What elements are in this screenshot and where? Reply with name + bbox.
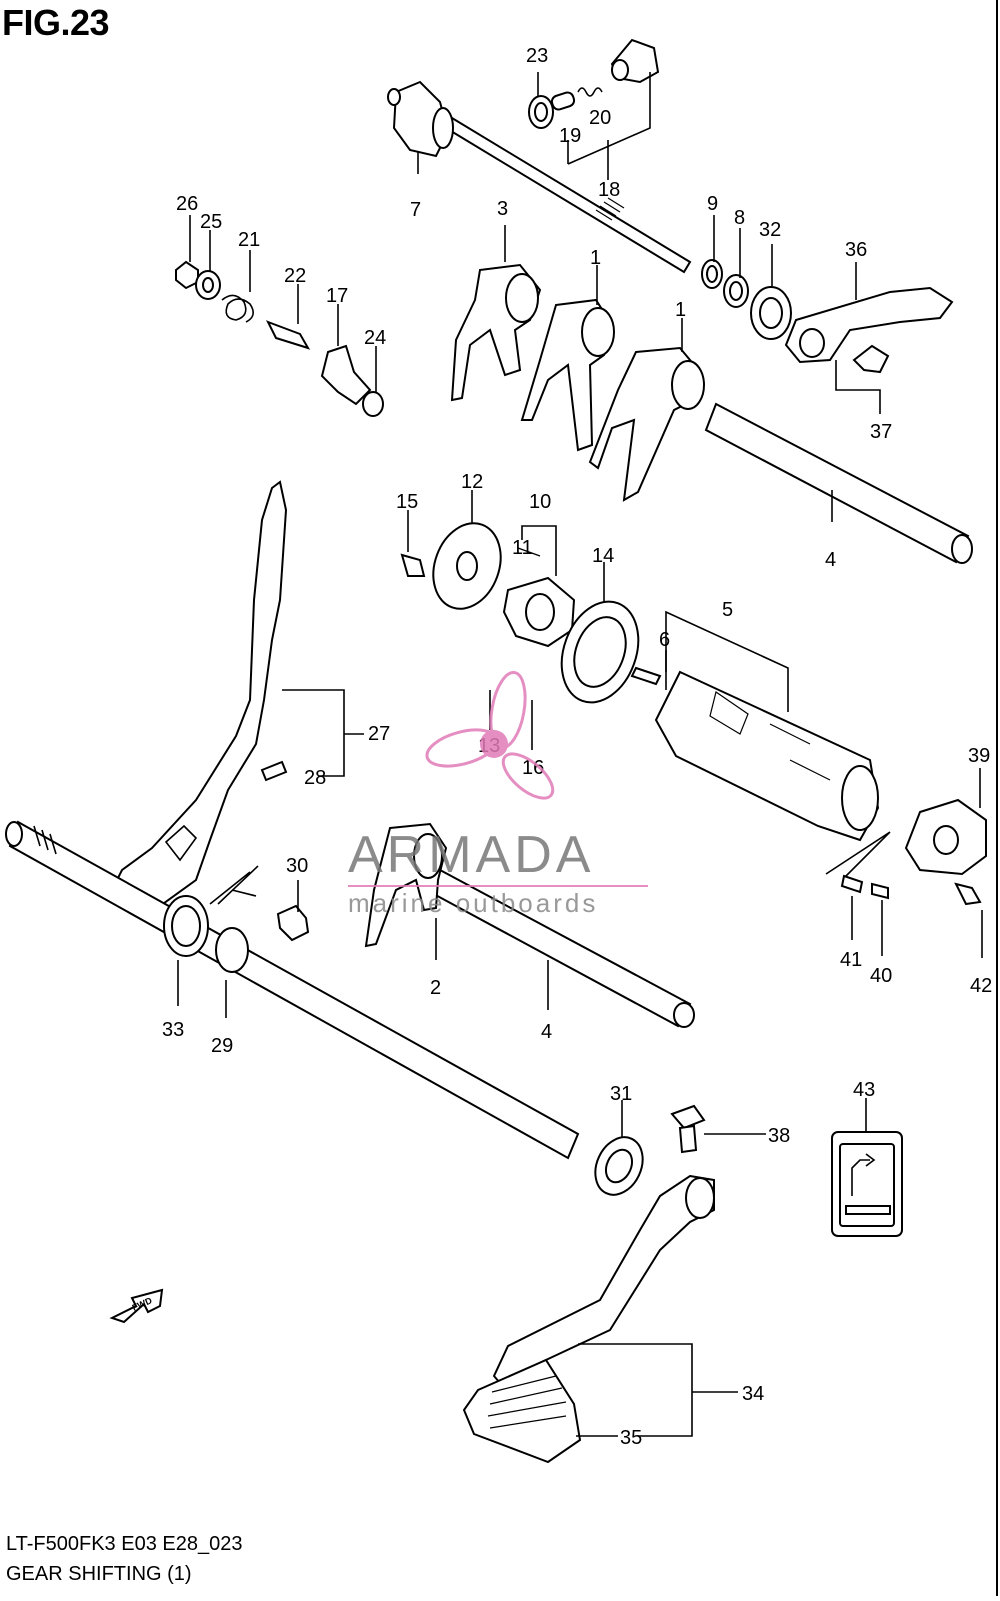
callout-22: 22: [284, 265, 306, 287]
callout-28: 28: [304, 767, 326, 789]
return-spring-set-part: [175, 260, 384, 417]
callout-14: 14: [592, 545, 614, 567]
gearshift-shaft-part: [5, 820, 580, 1160]
fwd-arrow: FWD: [109, 1288, 164, 1324]
callout-17: 17: [326, 285, 348, 307]
callout-6: 6: [659, 629, 670, 651]
shift-cam-plate-part: [840, 798, 987, 906]
callout-8: 8: [734, 207, 745, 229]
callout-32: 32: [759, 219, 781, 241]
callout-15: 15: [396, 491, 418, 513]
callout-21: 21: [238, 229, 260, 251]
callout-23: 23: [526, 45, 548, 67]
callout-18: 18: [598, 179, 620, 201]
callout-41: 41: [840, 949, 862, 971]
propeller-logo: [425, 670, 555, 800]
watermark-tagline: marine outboards: [348, 888, 598, 918]
model-code: LT-F500FK3 E03 E28_023: [6, 1533, 243, 1555]
callout-9: 9: [707, 193, 718, 215]
callout-33: 33: [162, 1019, 184, 1041]
shift-cam-part: [630, 666, 880, 842]
callout-36: 36: [845, 239, 867, 261]
callout-26: 26: [176, 193, 198, 215]
callout-40: 40: [870, 965, 892, 987]
callout-31: 31: [610, 1083, 632, 1105]
watermark-brand: ARMADA: [348, 826, 594, 884]
callout-11: 11: [512, 537, 533, 559]
callout-2: 2: [430, 977, 441, 999]
cam-stopper-part: [784, 286, 954, 374]
callout-38: 38: [768, 1125, 790, 1147]
frame-border: [996, 0, 998, 1596]
fork-shaft-part: [428, 402, 973, 1028]
callout-37: 37: [870, 421, 892, 443]
callout-10: 10: [529, 491, 551, 513]
washer-part: [701, 259, 792, 340]
bearing-part: [560, 600, 640, 704]
callout-5: 5: [722, 599, 733, 621]
callout-labels: 23 19 20 18 7 3 1 1 9 8 32 36 37 26 25 2…: [162, 45, 992, 1449]
callout-20: 20: [589, 107, 611, 129]
callout-29: 29: [211, 1035, 233, 1057]
figure-title: FIG.23: [2, 2, 110, 43]
callout-24: 24: [364, 327, 386, 349]
callout-19: 19: [559, 125, 581, 147]
watermark: ARMADA marine outboards: [348, 670, 648, 918]
section-name: GEAR SHIFTING (1): [6, 1563, 192, 1585]
shift-arm-part: [110, 480, 288, 910]
shift-lever-part: [462, 1174, 715, 1464]
callout-30: 30: [286, 855, 308, 877]
callout-43: 43: [853, 1079, 875, 1101]
callout-4a: 4: [825, 549, 836, 571]
callout-39: 39: [968, 745, 990, 767]
callout-25: 25: [200, 211, 222, 233]
cam-plate-part: [400, 522, 576, 648]
callout-3: 3: [497, 198, 508, 220]
callout-42: 42: [970, 975, 992, 997]
callout-34: 34: [742, 1383, 764, 1405]
stopper-assembly-part: [528, 38, 660, 129]
oil-seal-part: [594, 1104, 706, 1196]
callout-1b: 1: [675, 299, 686, 321]
shift-fork-part: [450, 263, 705, 502]
callout-4b: 4: [541, 1021, 552, 1043]
callout-27: 27: [368, 723, 390, 745]
gear-shift-shaft-part: [387, 80, 692, 274]
callout-1a: 1: [590, 247, 601, 269]
shift-pattern-label-part: [831, 1131, 903, 1237]
callout-35: 35: [620, 1427, 642, 1449]
leader-lines: [177, 72, 983, 1437]
callout-16: 16: [522, 757, 544, 779]
callout-12: 12: [461, 471, 483, 493]
callout-7: 7: [410, 199, 421, 221]
